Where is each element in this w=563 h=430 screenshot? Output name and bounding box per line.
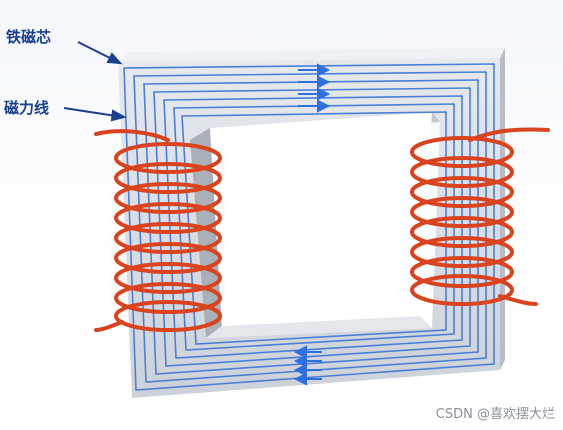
core-pointer-head bbox=[106, 52, 123, 65]
coil-turn bbox=[114, 242, 222, 274]
coil-lead-top bbox=[94, 129, 170, 142]
core-right-face bbox=[500, 48, 505, 370]
flux-pointer-head bbox=[110, 109, 127, 122]
flux-arrows-top bbox=[298, 63, 331, 113]
flux-arrow-head bbox=[293, 345, 307, 359]
coil-turn bbox=[114, 142, 222, 174]
flux-pointer-line bbox=[63, 107, 117, 117]
flux-line bbox=[143, 79, 479, 375]
coil-turn bbox=[114, 182, 222, 214]
flux-arrow-head bbox=[317, 99, 331, 113]
core-top-face bbox=[118, 48, 505, 62]
flux-arrow-head bbox=[317, 87, 331, 101]
coil-lead-bottom bbox=[94, 320, 124, 332]
coil-turn bbox=[114, 282, 222, 314]
coil-turn bbox=[114, 162, 222, 194]
watermark: CSDN @喜欢摆大烂 bbox=[435, 407, 555, 422]
flux-arrows-bottom bbox=[293, 345, 322, 386]
coil-turn bbox=[410, 216, 514, 248]
flux-arrow-head bbox=[293, 363, 307, 377]
flux-line bbox=[153, 87, 471, 367]
core-window-bottom bbox=[206, 316, 432, 338]
coil-turn bbox=[114, 262, 222, 294]
flux-arrow-head bbox=[293, 354, 307, 368]
left-coil bbox=[94, 129, 222, 332]
core-label: 铁磁芯 bbox=[6, 28, 52, 46]
flux-line bbox=[173, 103, 455, 351]
core-pointer-line bbox=[77, 41, 115, 61]
flux-arrow-head bbox=[293, 372, 307, 386]
coil-turn bbox=[410, 136, 514, 168]
coil-turn bbox=[410, 236, 514, 268]
flux-lines-label: 磁力线 bbox=[4, 99, 50, 117]
flux-arrow-head bbox=[317, 63, 331, 77]
flux-line bbox=[123, 63, 495, 391]
flux-line bbox=[181, 111, 447, 345]
coil-turn bbox=[114, 202, 222, 234]
coil-turn bbox=[410, 256, 514, 288]
coil-turn bbox=[114, 222, 222, 254]
coil-turn bbox=[410, 156, 514, 188]
flux-lines bbox=[123, 63, 495, 391]
flux-line bbox=[133, 71, 487, 383]
coil-turn bbox=[410, 274, 514, 306]
coil-turn bbox=[410, 196, 514, 228]
flux-arrow-head bbox=[317, 75, 331, 89]
coil-turn bbox=[114, 300, 222, 332]
label-pointers bbox=[63, 41, 127, 122]
coil-turn bbox=[410, 176, 514, 208]
core-window-hole bbox=[210, 112, 432, 326]
coil-lead-bottom bbox=[498, 294, 538, 306]
right-coil bbox=[410, 127, 550, 306]
